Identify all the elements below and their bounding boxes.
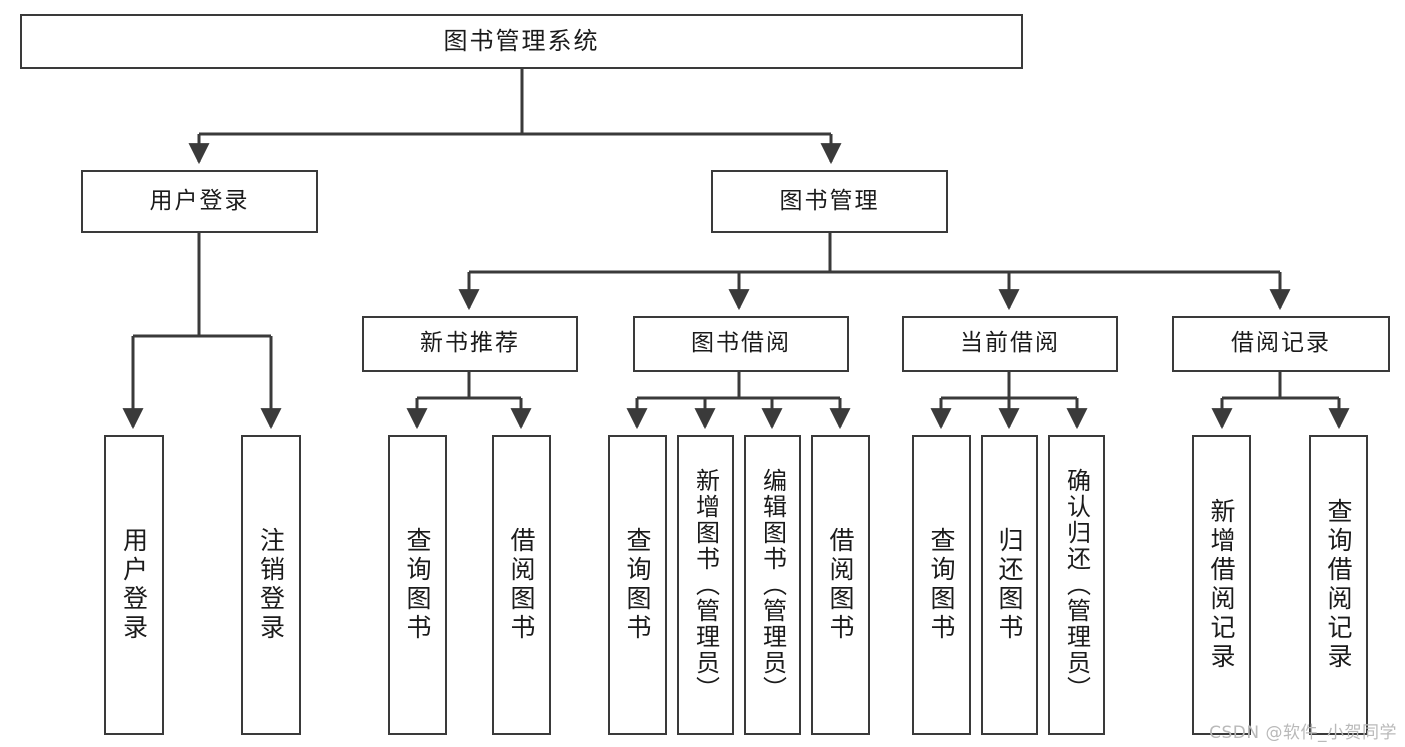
node-root[interactable]: 图书管理系统 [20,14,1023,69]
node-leaf-query-book-2-label: 查询图书 [623,527,652,643]
node-leaf-borrow-book-2-label: 借阅图书 [826,527,855,643]
csdn-watermark: CSDN @软件_小贺同学 [1209,723,1397,743]
node-leaf-borrow-book-1-label: 借阅图书 [507,527,536,643]
node-leaf-query-book-1-label: 查询图书 [403,527,432,643]
node-leaf-add-record-label: 新增借阅记录 [1207,498,1236,672]
node-root-label: 图书管理系统 [443,27,600,56]
node-book-borrow[interactable]: 图书借阅 [633,316,849,372]
node-leaf-confirm-return-label: 确认归还（管理员） [1062,468,1091,702]
node-leaf-query-record-label: 查询借阅记录 [1324,498,1353,672]
node-current-borrow[interactable]: 当前借阅 [902,316,1118,372]
node-leaf-edit-book[interactable]: 编辑图书（管理员） [744,435,801,735]
node-leaf-logout-label: 注销登录 [256,527,286,643]
node-borrow-record[interactable]: 借阅记录 [1172,316,1390,372]
node-leaf-query-book-3-label: 查询图书 [927,527,956,643]
node-leaf-add-book-label: 新增图书（管理员） [691,468,720,702]
node-leaf-query-record[interactable]: 查询借阅记录 [1309,435,1368,735]
node-leaf-confirm-return[interactable]: 确认归还（管理员） [1048,435,1105,735]
node-book-manage[interactable]: 图书管理 [711,170,948,233]
node-leaf-logout[interactable]: 注销登录 [241,435,301,735]
node-current-borrow-label: 当前借阅 [960,330,1060,357]
node-leaf-user-login-label: 用户登录 [119,527,149,643]
node-leaf-return-book[interactable]: 归还图书 [981,435,1038,735]
node-leaf-borrow-book-2[interactable]: 借阅图书 [811,435,870,735]
node-user-login-label: 用户登录 [149,187,250,214]
node-leaf-query-book-2[interactable]: 查询图书 [608,435,667,735]
node-leaf-add-record[interactable]: 新增借阅记录 [1192,435,1251,735]
node-leaf-query-book-1[interactable]: 查询图书 [388,435,447,735]
node-leaf-user-login[interactable]: 用户登录 [104,435,164,735]
node-new-book-rec-label: 新书推荐 [420,330,520,357]
node-leaf-edit-book-label: 编辑图书（管理员） [758,468,787,702]
node-user-login[interactable]: 用户登录 [81,170,318,233]
node-book-manage-label: 图书管理 [779,187,880,214]
node-leaf-borrow-book-1[interactable]: 借阅图书 [492,435,551,735]
node-leaf-return-book-label: 归还图书 [995,527,1024,643]
node-new-book-rec[interactable]: 新书推荐 [362,316,578,372]
node-leaf-add-book[interactable]: 新增图书（管理员） [677,435,734,735]
node-book-borrow-label: 图书借阅 [691,330,791,357]
node-leaf-query-book-3[interactable]: 查询图书 [912,435,971,735]
node-borrow-record-label: 借阅记录 [1231,330,1331,357]
